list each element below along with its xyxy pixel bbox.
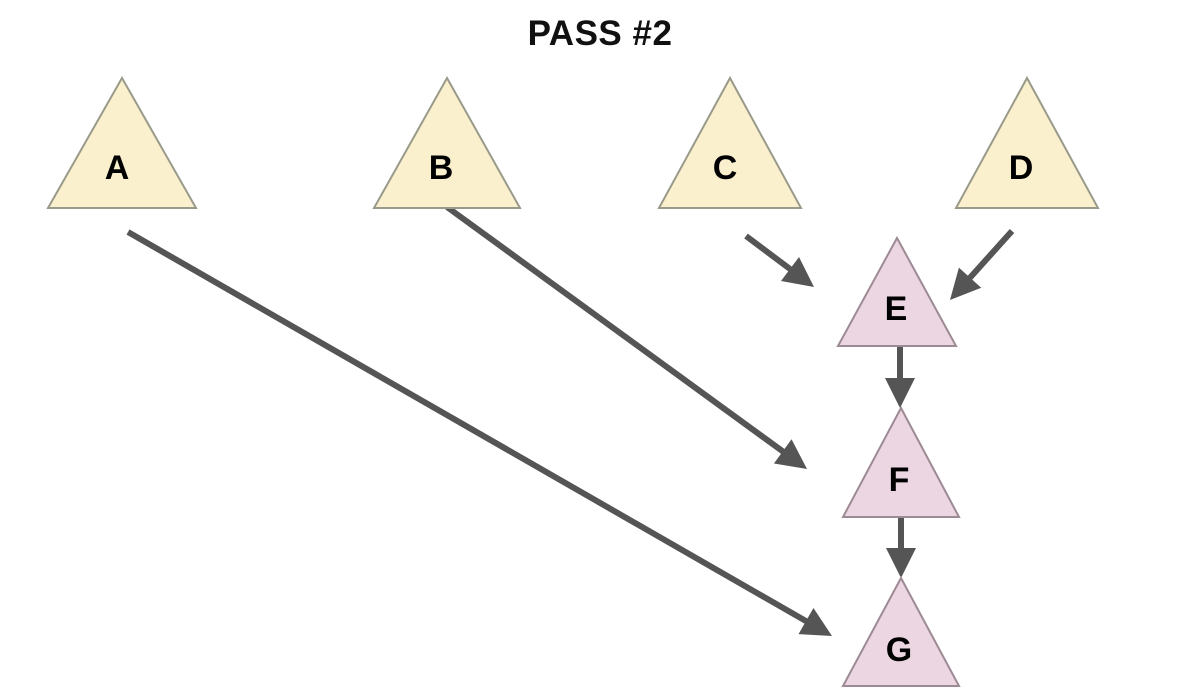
arrow-head-icon [773,439,807,469]
edge-line [965,228,1015,283]
page-title: PASS #2 [527,14,673,53]
edge-d-to-e [950,228,1015,300]
edge-b-to-f [445,204,807,469]
edge-line [445,204,788,457]
edge-e-to-f [885,346,915,408]
node-g[interactable]: G [841,575,961,687]
node-label: E [885,290,908,328]
node-label: B [429,149,454,187]
arrow-head-icon [950,267,982,300]
triangle-icon[interactable] [836,235,958,347]
triangle-icon[interactable] [46,75,198,209]
node-c[interactable]: C [657,75,803,209]
node-label: C [713,149,738,187]
edge-a-to-g [126,229,832,636]
edge-c-to-e [744,233,814,287]
node-label: D [1009,149,1034,187]
triangle-icon[interactable] [372,75,522,209]
edge-line [744,233,796,274]
node-d[interactable]: D [954,75,1100,209]
node-label: G [886,631,912,669]
node-e[interactable]: E [836,235,958,347]
arrow-head-icon [798,608,832,636]
triangle-icon[interactable] [841,575,961,687]
triangle-icon[interactable] [954,75,1100,209]
node-label: A [105,149,130,187]
arrow-head-icon [885,378,915,408]
node-f[interactable]: F [841,405,961,518]
edges-layer [126,204,1015,636]
node-a[interactable]: A [46,75,198,209]
edge-f-to-g [886,517,916,578]
arrow-head-icon [781,257,814,287]
triangle-icon[interactable] [841,405,961,518]
node-b[interactable]: B [372,75,522,209]
arrow-head-icon [886,548,916,578]
triangle-icon[interactable] [657,75,803,209]
edge-line [126,229,811,626]
nodes-layer: A B C D E F G [46,75,1100,687]
node-label: F [889,461,910,499]
